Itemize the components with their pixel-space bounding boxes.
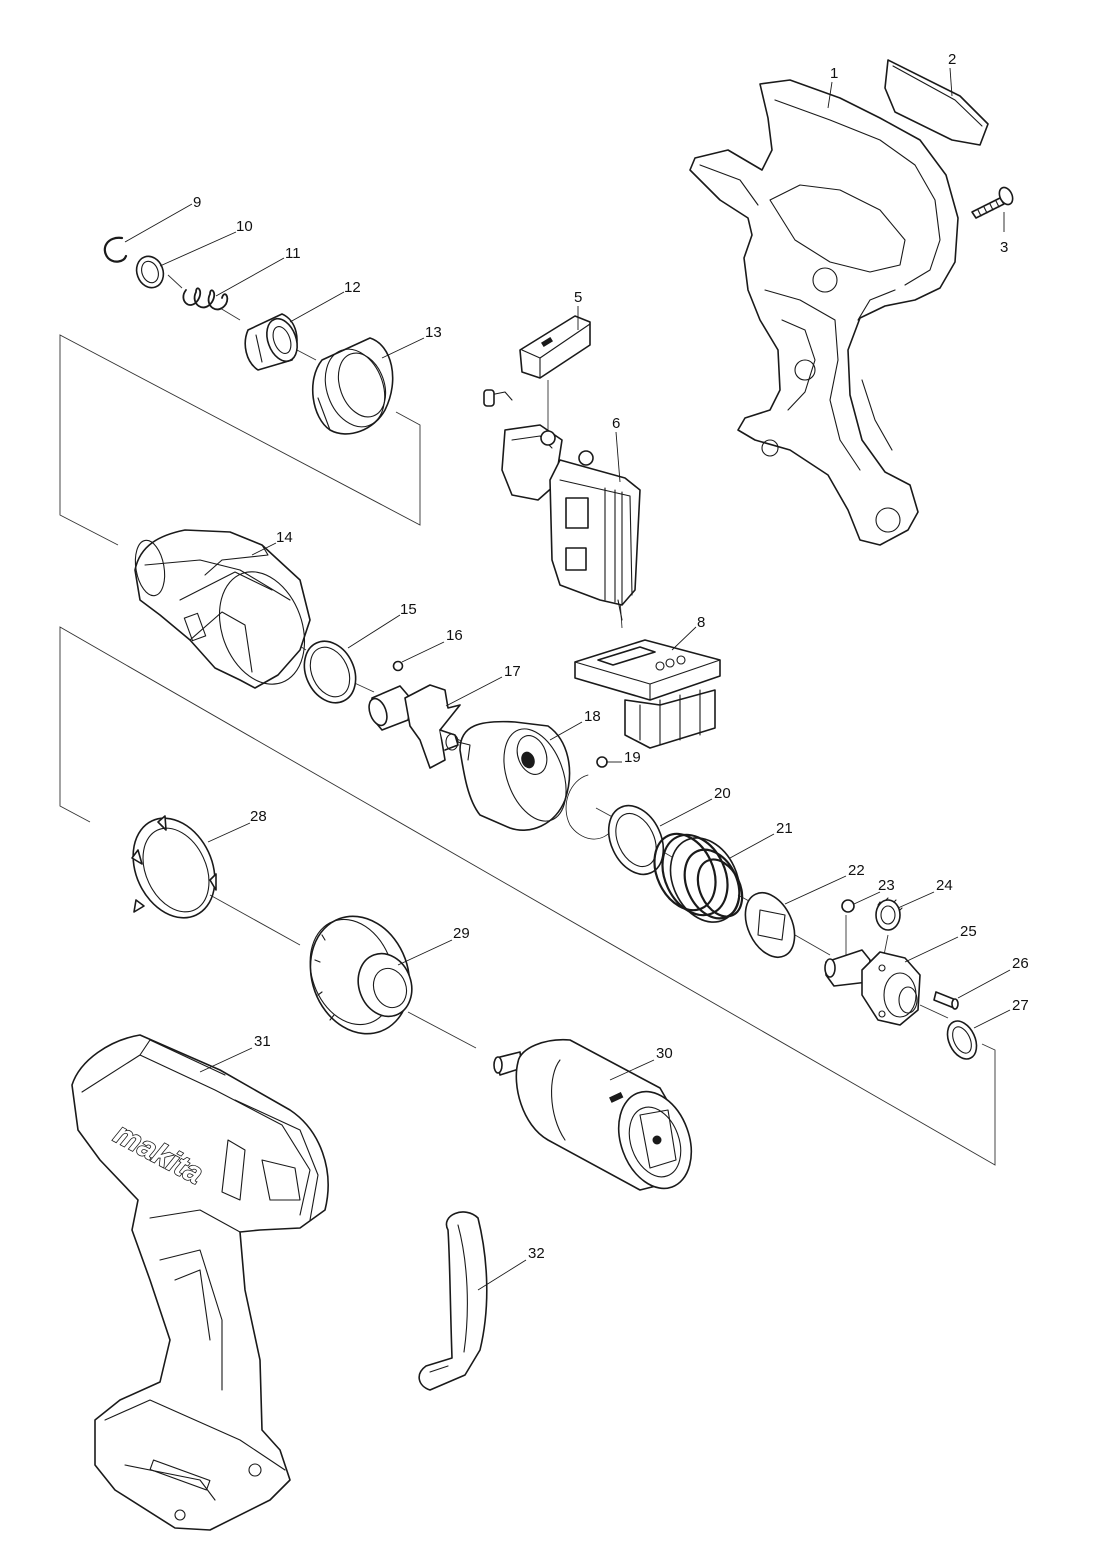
callout-21: 21 xyxy=(776,820,793,837)
flat-washer-end xyxy=(946,1020,978,1060)
callout-5: 5 xyxy=(574,289,582,306)
callout-9: 9 xyxy=(193,194,201,211)
hammer-case xyxy=(134,529,311,689)
tapping-screw xyxy=(971,186,1014,219)
callout-28: 28 xyxy=(250,808,267,825)
callout-23: 23 xyxy=(878,877,895,894)
callout-31: 31 xyxy=(254,1033,271,1050)
flat-washer-small xyxy=(135,255,165,289)
callout-19: 19 xyxy=(624,749,641,766)
dc-motor xyxy=(493,1038,693,1191)
callout-15: 15 xyxy=(400,601,417,618)
hammer xyxy=(457,720,571,831)
ring-spring xyxy=(131,815,217,919)
steel-ball xyxy=(565,756,613,840)
compression-spring-large xyxy=(653,832,744,923)
callout-24: 24 xyxy=(936,877,953,894)
callout-12: 12 xyxy=(344,279,361,296)
callout-27: 27 xyxy=(1012,997,1029,1014)
anvil-cover xyxy=(311,337,394,435)
compression-spring-small xyxy=(182,287,229,311)
callout-1: 1 xyxy=(830,65,838,82)
callout-22: 22 xyxy=(848,862,865,879)
anvil xyxy=(368,684,461,769)
callout-32: 32 xyxy=(528,1245,545,1262)
callout-26: 26 xyxy=(1012,955,1029,972)
housing-half xyxy=(689,79,959,546)
callout-30: 30 xyxy=(656,1045,673,1062)
flat-washer-large xyxy=(607,804,665,876)
flat-washer-medium xyxy=(303,640,357,704)
callout-6: 6 xyxy=(612,415,620,432)
callout-3: 3 xyxy=(1000,239,1008,256)
callout-10: 10 xyxy=(236,218,253,235)
callout-14: 14 xyxy=(276,529,293,546)
housing-set: makita xyxy=(71,1034,329,1531)
switch-cap xyxy=(519,315,591,379)
label-plate xyxy=(884,59,989,146)
strap-hook xyxy=(418,1211,488,1391)
callout-25: 25 xyxy=(960,923,977,940)
spindle xyxy=(824,949,921,1026)
switch-assembly xyxy=(483,389,641,621)
callout-29: 29 xyxy=(453,925,470,942)
controller-board xyxy=(574,639,721,749)
retaining-ring xyxy=(103,236,128,263)
callout-leader-lines xyxy=(124,67,1011,1291)
steel-ball-tiny xyxy=(841,899,855,913)
callout-17: 17 xyxy=(504,663,521,680)
flat-washer-oval xyxy=(744,892,796,958)
callout-8: 8 xyxy=(697,614,705,631)
gear-housing xyxy=(309,915,413,1035)
assembly-guide-lines xyxy=(59,274,996,1166)
pin xyxy=(933,991,959,1010)
callout-20: 20 xyxy=(714,785,731,802)
callout-16: 16 xyxy=(446,627,463,644)
callout-18: 18 xyxy=(584,708,601,725)
callout-13: 13 xyxy=(425,324,442,341)
sleeve xyxy=(244,313,298,371)
internal-gear xyxy=(875,897,903,931)
steel-ball-small xyxy=(392,660,404,672)
callout-2: 2 xyxy=(948,51,956,68)
callout-11: 11 xyxy=(285,245,301,262)
callout-labels: 1 2 3 5 6 8 9 10 11 12 13 14 15 16 17 18… xyxy=(193,51,1029,1262)
